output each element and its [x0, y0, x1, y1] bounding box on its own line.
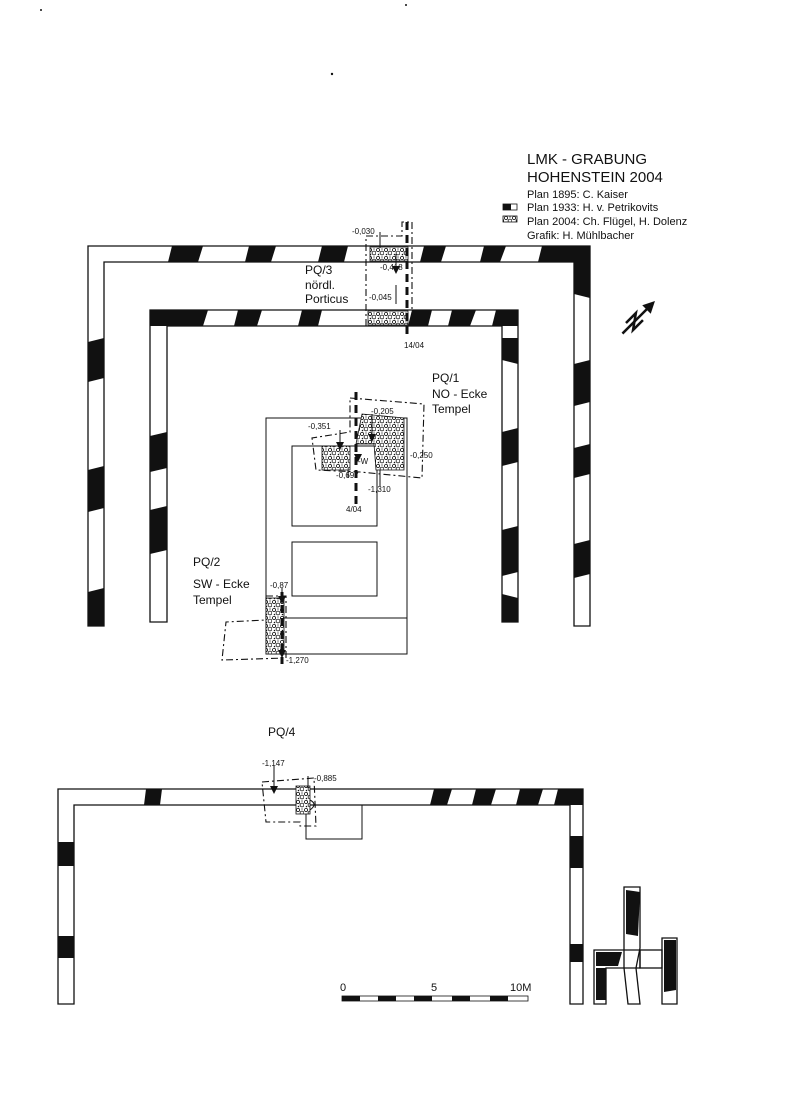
- trench-pq4: [261, 766, 317, 827]
- legend-item: Plan 1933: H. v. Petrikovits: [527, 202, 659, 214]
- annex-structure: [593, 886, 678, 1005]
- level-value: -0,87: [270, 581, 289, 590]
- wall-mark: -W: [358, 457, 369, 466]
- trench-pq1: [311, 392, 425, 506]
- legend-item: Plan 2004: Ch. Flügel, H. Dolenz: [527, 216, 687, 228]
- scan-speck: [40, 9, 42, 11]
- level-value: -0,205: [371, 407, 394, 416]
- legend-item: Plan 1895: C. Kaiser: [527, 189, 628, 201]
- inner-porticus-wall: [149, 309, 519, 623]
- trench-pq3: [365, 221, 413, 338]
- outer-porticus-wall: [87, 245, 591, 627]
- trench-label-pq4: PQ/4: [268, 725, 296, 739]
- trench-label-pq1: Tempel: [432, 402, 471, 416]
- trench-label-pq2: SW - Ecke: [193, 577, 250, 591]
- scan-speck: [330, 72, 334, 76]
- trench-pq2: [221, 588, 287, 664]
- north-arrow-icon: [621, 301, 655, 335]
- title-line-2: HOHENSTEIN 2004: [527, 169, 663, 186]
- title-block: LMK - GRABUNG HOHENSTEIN 2004 Plan 1895:…: [502, 151, 687, 242]
- lower-building-wall: [57, 788, 584, 1005]
- trench-label-pq3: nördl.: [305, 278, 335, 292]
- level-value: -0,418: [380, 263, 403, 272]
- trench-label-pq3: Porticus: [305, 292, 348, 306]
- scale-label: 10M: [510, 982, 531, 994]
- legend-swatch-1933-black: [503, 204, 511, 210]
- section-label: 4/04: [346, 505, 362, 514]
- trench-label-pq1: NO - Ecke: [432, 387, 488, 401]
- level-value: -0,250: [410, 451, 433, 460]
- legend-swatch-2004: [502, 215, 518, 223]
- level-value: -0,351: [308, 422, 331, 431]
- trench-label-pq3: PQ/3: [305, 263, 333, 277]
- section-label: 14/04: [404, 341, 425, 350]
- level-value: -0,030: [352, 227, 375, 236]
- level-value: -1,270: [286, 656, 309, 665]
- trench-label-pq2: Tempel: [193, 593, 232, 607]
- trench-label-pq2: PQ/2: [193, 555, 221, 569]
- level-value: -1,147: [262, 759, 285, 768]
- level-value: -0,885: [314, 774, 337, 783]
- legend-item: Grafik: H. Mühlbacher: [527, 230, 634, 242]
- scan-speck: [405, 4, 407, 6]
- level-value: -1,310: [368, 485, 391, 494]
- scale-label: 0: [340, 982, 346, 994]
- scale-label: 5: [431, 982, 437, 994]
- title-line-1: LMK - GRABUNG: [527, 151, 647, 168]
- level-value: -0,045: [369, 293, 392, 302]
- trench-label-pq1: PQ/1: [432, 371, 460, 385]
- scale-bar: 0 5 10M: [340, 982, 531, 1002]
- level-value: -0,697: [336, 471, 359, 480]
